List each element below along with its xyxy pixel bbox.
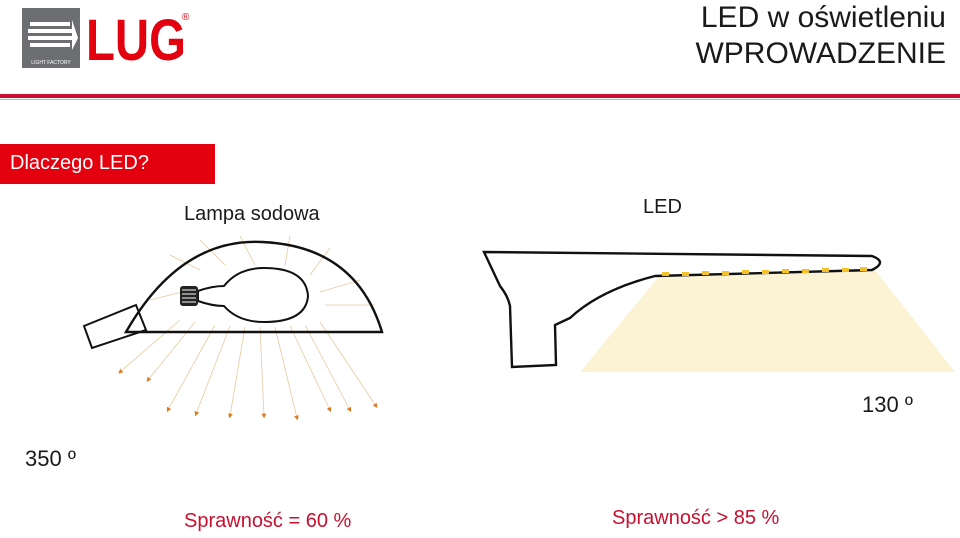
header-divider	[0, 94, 960, 98]
lug-logo: LIGHT FACTORY LUG ®	[22, 8, 190, 70]
logo-text: LUG	[86, 8, 186, 70]
sodium-efficiency: Sprawność = 60 %	[184, 510, 352, 532]
sodium-lamp-diagram	[82, 235, 384, 421]
section-tab: Dlaczego LED?	[0, 144, 215, 184]
led-housing	[482, 250, 882, 369]
led-light-beam	[580, 270, 955, 372]
header-divider-thin	[0, 99, 960, 100]
led-lamp-diagram	[482, 250, 955, 372]
led-chips	[662, 267, 867, 276]
sodium-mount-arm	[82, 303, 148, 350]
sodium-housing	[123, 240, 384, 334]
sodium-socket	[180, 286, 198, 306]
led-efficiency: Sprawność > 85 %	[612, 507, 780, 529]
slide-title: LED w oświetleniu WPROWADZENIE	[695, 0, 946, 72]
sodium-bulb	[197, 266, 310, 324]
logo-lamp-icon	[28, 20, 78, 50]
slide-title-line1: LED w oświetleniu	[700, 1, 946, 34]
led-lamp-caption: LED	[643, 196, 682, 218]
logo-subtext: LIGHT FACTORY	[31, 60, 71, 66]
led-beam-angle: 130 º	[862, 392, 913, 417]
section-label: Dlaczego LED?	[10, 152, 149, 174]
sodium-beam-angle: 350 º	[25, 446, 76, 471]
sodium-lamp-caption: Lampa sodowa	[184, 203, 320, 225]
slide-title-line2: WPROWADZENIE	[695, 37, 946, 70]
registered-mark: ®	[182, 12, 190, 23]
sodium-emitted-rays	[118, 319, 378, 421]
